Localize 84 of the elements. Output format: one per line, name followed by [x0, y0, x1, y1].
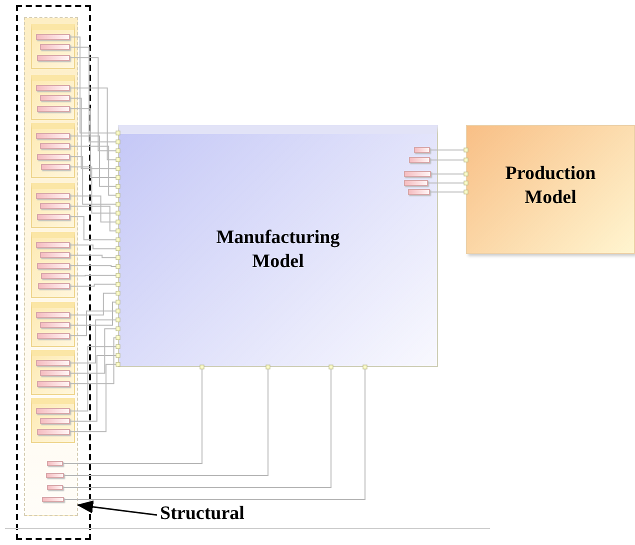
component-box [36, 34, 70, 40]
connector-line [70, 136, 118, 187]
component-group [31, 24, 75, 69]
component-box [37, 380, 70, 387]
component-box [40, 203, 70, 210]
component-box [40, 95, 70, 102]
connector-line [64, 366, 268, 476]
connector-line [70, 146, 118, 196]
connector-line [62, 366, 332, 488]
component-box [37, 106, 70, 112]
component-box [37, 428, 70, 435]
component-box [404, 180, 428, 186]
connector-line [70, 328, 118, 374]
connector-line [70, 166, 118, 214]
component-box [36, 312, 70, 318]
component-box [41, 164, 70, 170]
connector-line [428, 182, 466, 184]
component-box [404, 171, 431, 177]
model-box [466, 125, 635, 254]
component-box [47, 461, 63, 466]
component-box [40, 322, 70, 328]
component-box [47, 485, 63, 490]
component-group [31, 123, 75, 178]
component-group [31, 398, 75, 443]
arrow [78, 500, 158, 516]
structural-region-outline [16, 5, 91, 540]
connector-line [70, 302, 118, 326]
connector-line [70, 284, 118, 287]
component-box [38, 283, 70, 290]
component-group [31, 75, 75, 120]
connector-line [70, 206, 118, 232]
component-box [36, 360, 70, 366]
connector-line [70, 36, 118, 134]
model-title: Manufacturing Model [215, 226, 341, 274]
component-group [31, 232, 75, 298]
component-box [36, 242, 70, 248]
component-group [31, 302, 75, 347]
component-box [37, 262, 70, 269]
component-box [40, 418, 70, 424]
component-box [41, 272, 70, 279]
connector-line [70, 364, 118, 432]
component-box [37, 214, 70, 220]
component-box [409, 157, 430, 163]
component-box [37, 54, 70, 61]
connector-line [70, 319, 118, 364]
component-box [40, 370, 70, 376]
component-box [408, 189, 430, 195]
structural-panel [24, 17, 78, 516]
connector-line [70, 196, 118, 222]
connector-line [70, 310, 118, 336]
connector-line [70, 244, 118, 250]
component-box [37, 332, 70, 339]
connector-line [70, 156, 118, 205]
connector-line [70, 216, 118, 240]
connector-line [70, 355, 118, 422]
component-box [42, 497, 64, 502]
connector-line [70, 274, 118, 276]
connector-line [70, 346, 118, 412]
component-box [36, 133, 70, 139]
component-box [414, 147, 430, 153]
component-group [31, 350, 75, 395]
connector-line [70, 254, 118, 258]
connector-line [70, 292, 118, 316]
component-box [46, 473, 64, 478]
model-title: Production Model [504, 162, 597, 210]
connector-line [70, 337, 118, 384]
component-box [40, 44, 70, 50]
component-box [40, 252, 70, 258]
component-box [40, 143, 70, 150]
component-group [31, 183, 75, 228]
connector-line [62, 366, 202, 464]
connector-line [64, 366, 366, 500]
connector-line [70, 88, 118, 160]
component-box [36, 85, 70, 91]
component-box [37, 154, 70, 160]
component-box [36, 193, 70, 199]
connector-line [70, 57, 118, 152]
connector-line [70, 98, 118, 170]
connector-line [70, 108, 118, 178]
connector-line [70, 46, 118, 142]
connector-line [70, 265, 118, 267]
component-box [36, 408, 70, 414]
model-box [118, 125, 438, 367]
callout-text: Structural [160, 502, 244, 526]
